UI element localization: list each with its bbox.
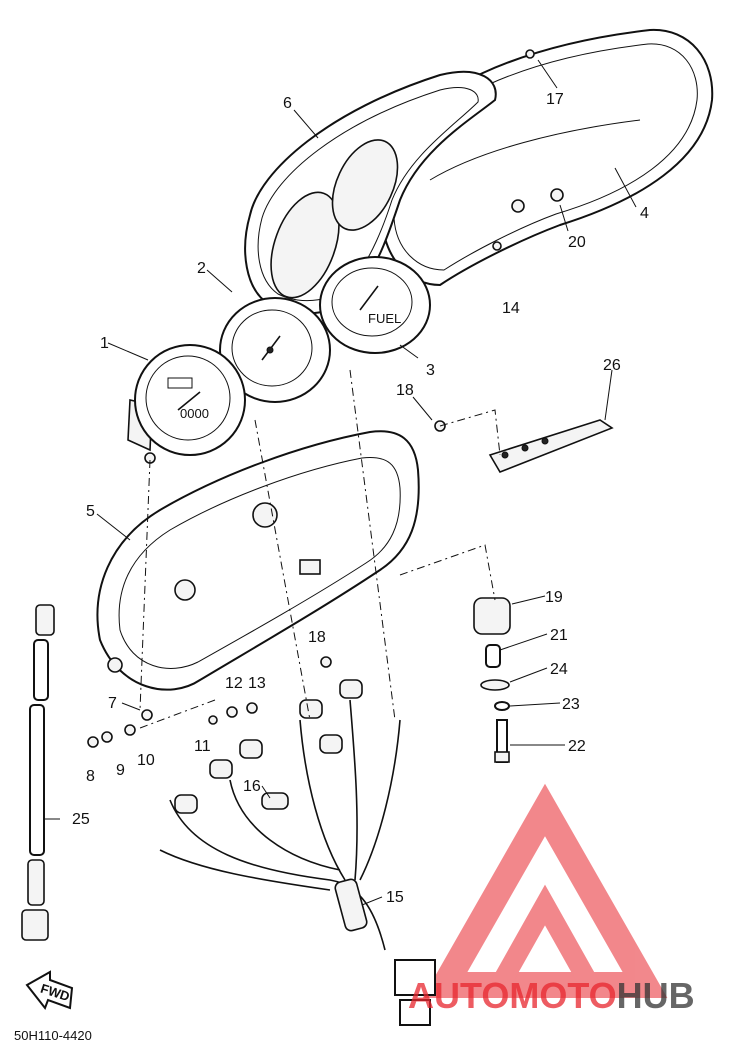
watermark-text-part1: A — [408, 975, 434, 1016]
callout-7: 7 — [108, 695, 117, 712]
tachometer — [219, 297, 331, 403]
watermark-text: AUTOMOTOHUB — [408, 975, 695, 1016]
callout-23: 23 — [562, 696, 580, 713]
callout-22: 22 — [568, 738, 586, 755]
assembly-lines — [139, 369, 501, 729]
speedometer-cable — [21, 604, 55, 941]
odometer-digits: 0000 — [180, 406, 209, 421]
callout-9: 9 — [116, 762, 125, 779]
callout-17: 17 — [546, 91, 564, 108]
callout-24: 24 — [550, 661, 568, 678]
callout-labels: 1 2 3 4 5 6 7 8 9 10 11 12 13 14 15 16 1… — [72, 91, 649, 906]
callout-16: 16 — [243, 778, 261, 795]
callout-1: 1 — [100, 335, 109, 352]
damper-stack — [473, 597, 511, 763]
meter-bracket-strip — [488, 419, 614, 473]
callout-25: 25 — [72, 811, 90, 828]
callout-12: 12 — [225, 675, 243, 692]
speedometer: 0000 — [127, 344, 246, 464]
callout-18a: 18 — [396, 382, 414, 399]
callout-2: 2 — [197, 260, 206, 277]
fuel-gauge-label: FUEL — [368, 311, 401, 326]
callout-6: 6 — [283, 95, 292, 112]
callout-15: 15 — [386, 889, 404, 906]
watermark-logo — [422, 783, 668, 998]
callout-19: 19 — [545, 589, 563, 606]
callout-11: 11 — [194, 738, 211, 755]
callout-10: 10 — [137, 752, 155, 769]
callout-4: 4 — [640, 205, 649, 222]
meter-panel-bezel — [244, 70, 497, 315]
fuel-gauge: FUEL — [319, 256, 431, 354]
leader-lines — [45, 59, 637, 906]
callout-20: 20 — [568, 234, 586, 251]
callout-13: 13 — [248, 675, 266, 692]
meter-lens-cover — [380, 28, 714, 287]
drawing-code: 50H110-4420 — [14, 1028, 92, 1043]
callout-14: 14 — [502, 300, 520, 317]
callout-3: 3 — [426, 362, 435, 379]
callout-5: 5 — [86, 503, 95, 520]
wire-harness — [159, 679, 436, 1026]
callout-18b: 18 — [308, 629, 326, 646]
callout-26: 26 — [603, 357, 621, 374]
fwd-arrow: FWD — [25, 970, 74, 1011]
callout-21: 21 — [550, 627, 568, 644]
callout-8: 8 — [86, 768, 95, 785]
watermark-text-part3: HUB — [617, 975, 695, 1016]
meter-housing — [96, 430, 420, 691]
watermark-text-part2: UTOMOTO — [434, 975, 617, 1016]
